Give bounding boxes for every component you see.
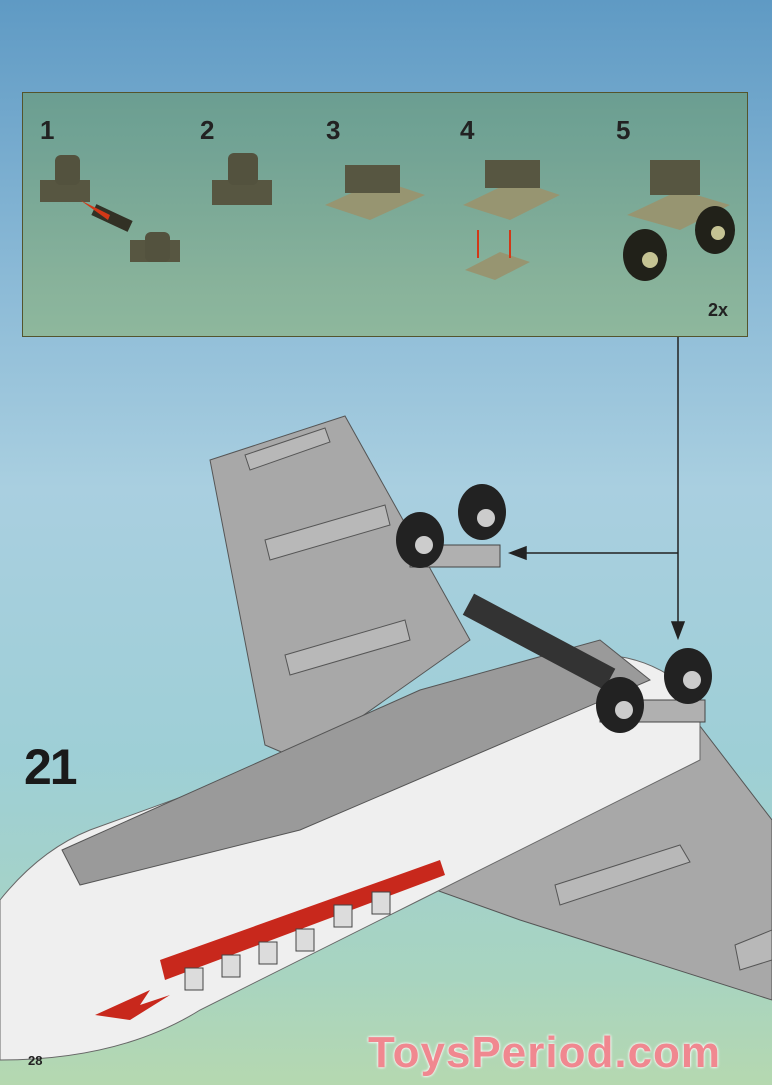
watermark: ToysPeriod.com: [368, 1028, 722, 1077]
substep-number-3: 3: [326, 115, 341, 145]
windows: [184, 891, 391, 991]
main-step-number: 21: [24, 739, 78, 795]
multiplier-label: 2x: [708, 300, 729, 320]
substeps-panel: [22, 92, 748, 337]
page-number: 28: [28, 1053, 43, 1068]
callout-arrows: [507, 337, 686, 641]
substep-number-2: 2: [200, 115, 215, 145]
fuselage-top-plates: [61, 639, 651, 886]
substep-number-4: 4: [460, 115, 475, 145]
rear-wing: [209, 415, 471, 761]
substep-number-1: 1: [40, 115, 55, 145]
red-stripe: [160, 860, 445, 980]
landing-gear: [396, 484, 712, 733]
substep-number-5: 5: [616, 115, 631, 145]
tail-logo: [95, 990, 170, 1020]
wing-plates: [244, 427, 772, 971]
